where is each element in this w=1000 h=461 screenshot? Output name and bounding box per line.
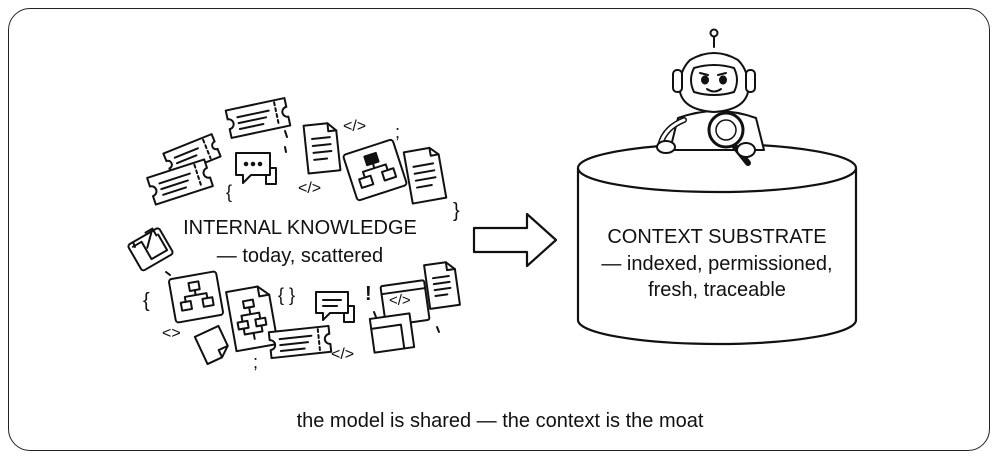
brace-open-glyph: {	[143, 290, 150, 312]
exclamation-glyph: !	[365, 283, 372, 305]
code-tag-glyph: </>	[343, 118, 367, 135]
code-tag-alt-glyph: <>	[162, 325, 181, 342]
flowchart-icon	[168, 270, 224, 324]
database-icon	[576, 142, 858, 346]
ticket-icon	[224, 97, 292, 139]
semicolon-glyph: ;	[253, 352, 259, 372]
diagram-frame	[8, 8, 990, 451]
braces-glyph: { }	[278, 285, 296, 305]
magnifier-icon	[707, 111, 756, 166]
ticket-icon	[162, 133, 222, 177]
diagram-caption: the model is shared — the context is the…	[296, 410, 704, 432]
semicolon-glyph: ;	[395, 122, 401, 142]
brace-open-glyph: {	[226, 182, 233, 202]
context-substrate-subtitle-line1: — indexed, permissioned,	[601, 253, 833, 275]
share-arrow-icon	[127, 227, 174, 272]
arrow-right-icon	[472, 212, 558, 268]
document-icon	[402, 146, 448, 205]
internal-knowledge-subtitle: — today, scattered	[216, 245, 384, 267]
brace-close-glyph: }	[453, 200, 460, 222]
document-icon	[368, 312, 416, 354]
document-icon	[193, 324, 229, 366]
code-tag-glyph: </>	[331, 346, 355, 363]
flowchart-icon	[342, 138, 408, 202]
ticket-icon	[146, 158, 214, 206]
scatter-marks	[132, 130, 440, 333]
code-tag-glyph: </>	[389, 292, 411, 309]
document-icon	[302, 122, 342, 175]
code-tag-glyph: </>	[298, 180, 322, 197]
document-icon	[423, 261, 461, 310]
internal-knowledge-title: INTERNAL KNOWLEDGE	[183, 217, 417, 239]
document-icon	[225, 285, 279, 353]
code-window-icon	[379, 279, 431, 327]
context-substrate-subtitle-line2: fresh, traceable	[648, 279, 786, 301]
context-substrate-title: CONTEXT SUBSTRATE	[607, 226, 827, 248]
ticket-icon	[267, 324, 333, 360]
chat-bubble-icon	[235, 152, 277, 185]
chat-bubble-icon	[315, 291, 355, 323]
